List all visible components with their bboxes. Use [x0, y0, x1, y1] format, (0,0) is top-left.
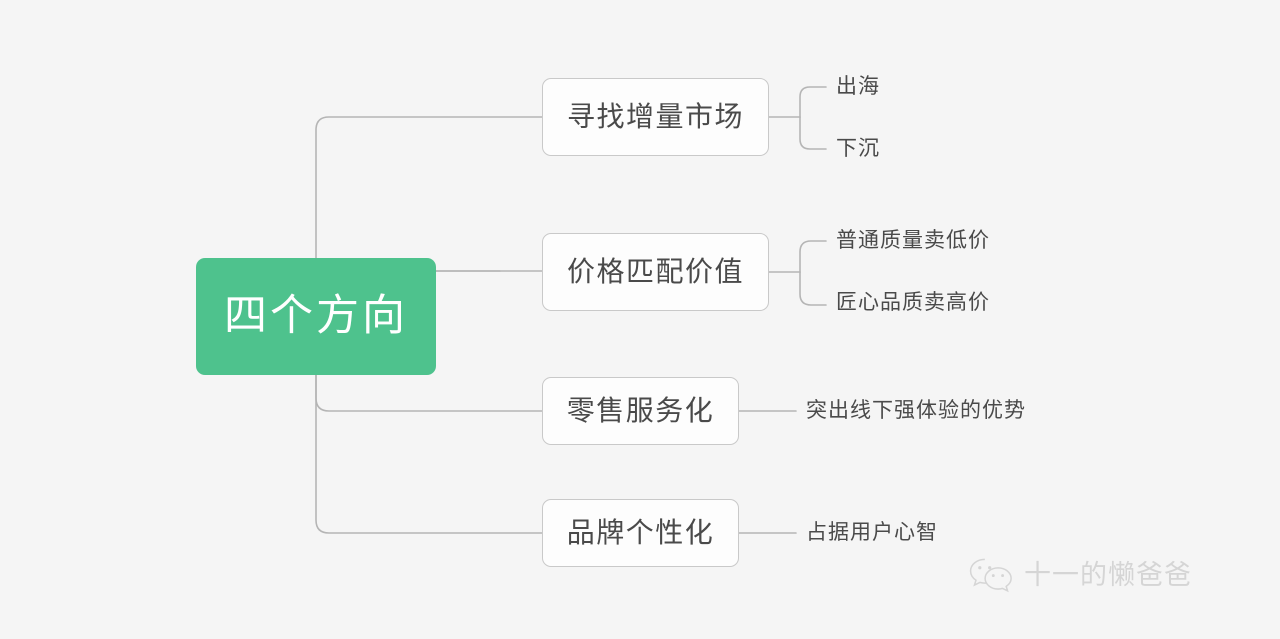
leaf-node-1-2[interactable]: 下沉: [836, 137, 880, 160]
leaf-node-1-1[interactable]: 出海: [836, 75, 880, 98]
leaf-node-4-1[interactable]: 占据用户心智: [806, 521, 938, 544]
branch-node-4[interactable]: 品牌个性化: [542, 499, 739, 567]
branch-node-1[interactable]: 寻找增量市场: [542, 78, 769, 156]
wechat-icon: [969, 558, 1012, 593]
leaf-node-2-2[interactable]: 匠心品质卖高价: [836, 291, 990, 314]
connector-b2-child-0: [799, 240, 827, 273]
watermark: 十一的懒爸爸: [968, 556, 1192, 594]
watermark-text: 十一的懒爸爸: [1024, 559, 1192, 590]
connector-b1-child-0: [799, 86, 827, 118]
root-node[interactable]: 四个方向: [196, 258, 436, 375]
connector-branch-1: [315, 116, 543, 262]
branch-node-3[interactable]: 零售服务化: [542, 377, 739, 445]
leaf-node-3-1[interactable]: 突出线下强体验的优势: [806, 399, 1026, 422]
connector-b2-child-1: [799, 271, 827, 306]
connector-b1-child-1: [799, 116, 827, 150]
branch-node-3-label: 零售服务化: [566, 395, 715, 426]
branch-node-1-label: 寻找增量市场: [566, 101, 744, 132]
leaf-node-2-1[interactable]: 普通质量卖低价: [836, 229, 990, 252]
branch-node-2-label: 价格匹配价值: [566, 256, 744, 287]
branch-node-2[interactable]: 价格匹配价值: [542, 233, 769, 311]
branch-node-4-label: 品牌个性化: [566, 517, 715, 548]
root-node-label: 四个方向: [224, 292, 408, 340]
